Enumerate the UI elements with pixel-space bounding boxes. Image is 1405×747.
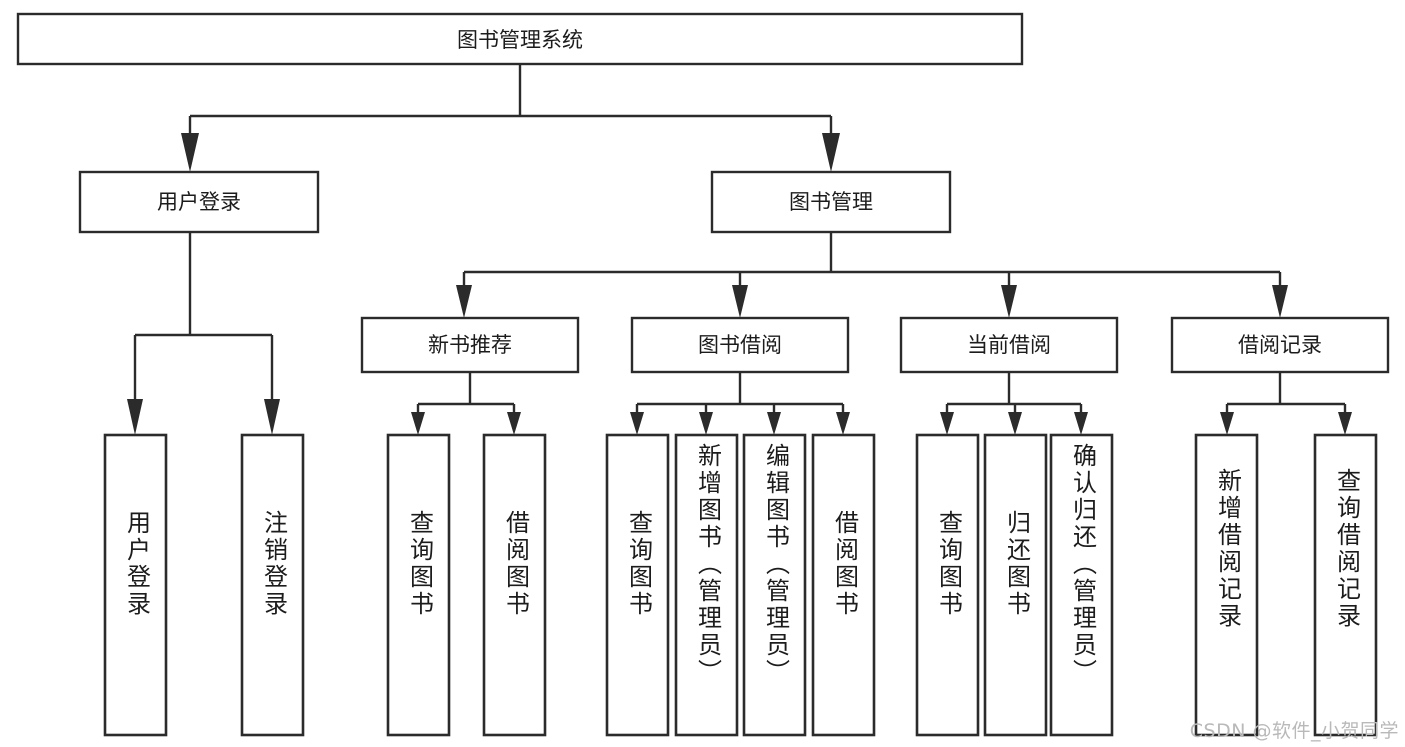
- node-new-book-recommend-label: 新书推荐: [428, 333, 512, 357]
- arrow-current-l3-icon: [1074, 412, 1088, 435]
- node-book-borrow-label: 图书借阅: [698, 333, 782, 357]
- leaf-box-book-borrow-3[interactable]: [811, 433, 876, 737]
- leaf-box-new-book-1[interactable]: [482, 433, 547, 737]
- node-new-book-recommend[interactable]: 新书推荐: [360, 316, 580, 374]
- node-current-borrow-label: 当前借阅: [967, 333, 1051, 357]
- node-user-login-label: 用户登录: [157, 190, 241, 214]
- node-book-management-box[interactable]: [710, 170, 952, 234]
- leaf-box-new-book-0[interactable]: [386, 433, 451, 737]
- connector-group-current-borrow: [940, 372, 1088, 435]
- arrow-user-leaf2-icon: [264, 399, 280, 435]
- node-new-book-recommend-box[interactable]: [360, 316, 580, 374]
- node-book-borrow[interactable]: 图书借阅: [630, 316, 850, 374]
- arrow-record-l1-icon: [1220, 412, 1234, 435]
- arrow-newbook-l1-icon: [411, 412, 425, 435]
- arrow-bookmgmt-c1-icon: [456, 285, 472, 318]
- arrow-bookmgmt-c2-icon: [732, 285, 748, 318]
- node-book-management[interactable]: 图书管理: [710, 170, 952, 234]
- connector-group-root: [181, 64, 840, 172]
- arrow-current-l1-icon: [940, 412, 954, 435]
- connector-group-book-borrow: [630, 372, 850, 435]
- leaf-box-borrow-record-0[interactable]: [1194, 433, 1259, 737]
- arrow-borrow-l4-icon: [836, 412, 850, 435]
- leaf-box-book-borrow-2[interactable]: [742, 433, 807, 737]
- node-borrow-record-box[interactable]: [1170, 316, 1390, 374]
- arrow-bookmgmt-c4-icon: [1272, 285, 1288, 318]
- node-book-management-label: 图书管理: [789, 190, 873, 214]
- leaf-box-borrow-record-1[interactable]: [1313, 433, 1378, 737]
- arrow-record-l2-icon: [1338, 412, 1352, 435]
- leaf-box-book-borrow-1[interactable]: [674, 433, 739, 737]
- node-current-borrow[interactable]: 当前借阅: [899, 316, 1119, 374]
- connector-group-new-book: [411, 372, 521, 435]
- arrow-newbook-l2-icon: [507, 412, 521, 435]
- arrow-borrow-l2-icon: [699, 412, 713, 435]
- leaf-box-current-borrow-1[interactable]: [983, 433, 1048, 737]
- node-root-box[interactable]: [16, 12, 1024, 66]
- node-user-login[interactable]: 用户登录: [78, 170, 320, 234]
- arrow-borrow-l3-icon: [767, 412, 781, 435]
- arrow-root-to-bookmgmt-icon: [822, 133, 840, 172]
- node-user-login-box[interactable]: [78, 170, 320, 234]
- node-root[interactable]: 图书管理系统: [16, 12, 1024, 66]
- arrow-bookmgmt-c3-icon: [1001, 285, 1017, 318]
- leaf-box-current-borrow-2[interactable]: [1049, 433, 1114, 737]
- leaf-box-user-login-0[interactable]: [103, 433, 168, 737]
- arrow-borrow-l1-icon: [630, 412, 644, 435]
- connector-group-book-management: [456, 232, 1288, 318]
- node-borrow-record[interactable]: 借阅记录: [1170, 316, 1390, 374]
- arrow-root-to-user-icon: [181, 133, 199, 172]
- node-root-label: 图书管理系统: [457, 28, 583, 52]
- arrow-current-l2-icon: [1008, 412, 1022, 435]
- node-borrow-record-label: 借阅记录: [1238, 333, 1322, 357]
- node-current-borrow-box[interactable]: [899, 316, 1119, 374]
- leaf-box-book-borrow-0[interactable]: [605, 433, 670, 737]
- leaf-box-current-borrow-0[interactable]: [915, 433, 980, 737]
- leaf-box-user-login-1[interactable]: [240, 433, 305, 737]
- connector-group-borrow-record: [1220, 372, 1352, 435]
- node-book-borrow-box[interactable]: [630, 316, 850, 374]
- arrow-user-leaf1-icon: [127, 399, 143, 435]
- connector-group-user-login: [127, 232, 280, 435]
